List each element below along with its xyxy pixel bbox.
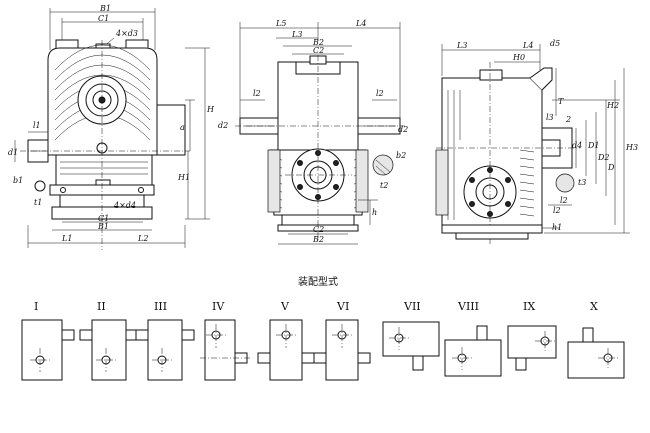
assembly-label-IV: IV xyxy=(212,300,225,313)
assembly-IV xyxy=(200,319,250,381)
dim-L4-rear: L4 xyxy=(522,41,533,50)
dim-d4-rear: d4 xyxy=(572,141,582,150)
dim-L1: L1 xyxy=(61,234,72,243)
dim-a: a xyxy=(180,123,185,132)
assembly-label-VII: VII xyxy=(403,300,421,313)
dim-d2-left: d2 xyxy=(218,121,228,130)
dim-l2-left: l2 xyxy=(253,89,261,98)
assembly-label-X: X xyxy=(590,300,598,313)
dim-D: D xyxy=(607,163,615,172)
dim-l3: l3 xyxy=(546,113,554,122)
dim-H2: H2 xyxy=(606,101,619,110)
assembly-label-III: III xyxy=(154,300,167,313)
dim-h1: h1 xyxy=(552,223,562,232)
assembly-label-I: I xyxy=(34,300,38,313)
assembly-label-II: II xyxy=(97,300,106,313)
dim-L3-rear: L3 xyxy=(456,41,467,50)
assembly-IX xyxy=(507,325,557,371)
dim-C2-top: C2 xyxy=(313,46,324,55)
dim-L2: L2 xyxy=(137,234,148,243)
assembly-types-title: 装配型式 xyxy=(298,275,338,288)
assembly-I xyxy=(21,319,75,381)
dim-b2: b2 xyxy=(396,151,406,160)
dim-L4: L4 xyxy=(355,19,366,28)
assembly-label-V: V xyxy=(280,300,290,313)
assembly-X xyxy=(567,327,625,379)
dim-C1-bottom: C1 xyxy=(98,214,109,223)
dim-h: h xyxy=(372,208,377,217)
dim-H1: H1 xyxy=(177,173,190,182)
dim-t3: l2 xyxy=(560,196,568,205)
dim-b3: t3 xyxy=(578,178,586,187)
dim-B1-bottom: B1 xyxy=(97,222,109,231)
assembly-label-VIII: VIII xyxy=(457,300,479,313)
dim-b1: b1 xyxy=(13,176,23,185)
dim-4d3: 4×d3 xyxy=(115,29,138,38)
dim-2: 2 xyxy=(565,115,571,124)
dim-B1-top: B1 xyxy=(99,4,111,13)
dim-H0: H0 xyxy=(512,53,525,62)
dim-d5: d5 xyxy=(550,39,560,48)
dim-D2: D2 xyxy=(597,153,610,162)
dim-C1-top: C1 xyxy=(98,14,109,23)
assembly-label-IX: IX xyxy=(523,300,535,313)
side-view: L5 L4 L3 B2 C2 l2 d2 l2 d2 xyxy=(218,19,408,245)
dim-L3: L3 xyxy=(291,30,302,39)
assembly-VIII xyxy=(444,325,502,377)
front-view: B1 C1 4×d3 l1 d1 xyxy=(8,4,215,250)
dim-d1: d1 xyxy=(8,148,18,157)
dim-l1: l1 xyxy=(33,121,41,130)
dim-D1: D1 xyxy=(587,141,600,150)
rear-view: L3 L4 H0 d5 xyxy=(435,39,638,245)
dim-l2-rear: l2 xyxy=(553,206,561,215)
dim-B2-bottom: B2 xyxy=(312,235,324,244)
dim-B2-top: B2 xyxy=(312,38,324,47)
dim-C2-bottom: C2 xyxy=(313,225,324,234)
dim-H: H xyxy=(206,105,215,114)
dim-l2-right: l2 xyxy=(376,89,384,98)
assembly-III xyxy=(135,319,195,381)
assembly-arrangements: I II III IV xyxy=(21,300,625,381)
assembly-VII xyxy=(382,321,440,371)
assembly-label-VI: VI xyxy=(336,300,349,313)
dim-4d4: 4×d4 xyxy=(113,201,136,210)
dim-L5: L5 xyxy=(275,19,286,28)
dim-H3: H3 xyxy=(625,143,638,152)
dim-T: T xyxy=(558,97,564,106)
assembly-V xyxy=(257,319,315,381)
assembly-II xyxy=(79,319,139,381)
assembly-VI xyxy=(313,319,371,381)
dim-t1: t1 xyxy=(34,198,42,207)
dim-d2-right: d2 xyxy=(398,125,408,134)
dim-t2: t2 xyxy=(380,181,388,190)
